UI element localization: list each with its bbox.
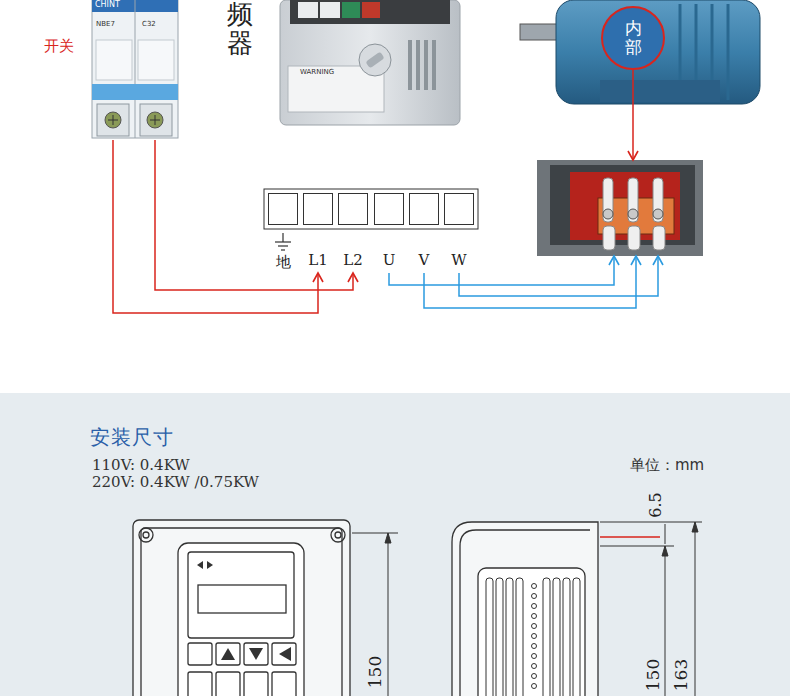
terminal-block: W <box>442 193 476 273</box>
motor-illustration <box>520 0 760 104</box>
spec-text: 110V: 0.4KW <box>92 456 190 474</box>
inverter-device: 频器 <box>224 0 464 128</box>
dimension-value: 150 <box>365 656 385 688</box>
wire-connector <box>155 140 353 290</box>
terminal-box-photo <box>537 160 703 256</box>
wire-connector <box>459 256 658 296</box>
terminal-strip <box>264 189 478 229</box>
node-label: 内部 <box>625 19 642 56</box>
side-view-drawing <box>452 522 598 696</box>
dimension-value: 163 <box>671 659 691 691</box>
node-label: 频器 <box>227 0 253 57</box>
terminal-cell <box>374 193 404 225</box>
rating-text: C32 <box>142 20 156 28</box>
terminal-block: 地 <box>266 193 300 273</box>
motor-terminal-box <box>537 160 703 256</box>
warning-text: WARNING <box>300 68 334 76</box>
section-title: 安装尺寸 <box>90 424 174 451</box>
terminal-cell <box>444 193 474 225</box>
terminal-block: L1 <box>301 193 335 273</box>
ground-symbol <box>275 233 291 250</box>
spec-text: 220V: 0.4KW /0.75KW <box>92 473 259 491</box>
node-label: V <box>419 251 430 269</box>
terminal-cell <box>409 193 439 225</box>
wire-connector <box>632 70 634 160</box>
breaker-illustration <box>92 0 178 138</box>
wire-connector <box>113 140 318 313</box>
model-text: NBE7 <box>96 20 115 28</box>
terminal-block: L2 <box>336 193 370 273</box>
front-view-drawing <box>133 520 350 696</box>
terminal-block: V <box>407 193 441 273</box>
unit-text: 单位：mm <box>630 456 704 475</box>
terminal-cell <box>268 193 298 225</box>
node-label: L2 <box>343 251 363 269</box>
terminal-cell <box>303 193 333 225</box>
brand-text: CHINT <box>95 0 120 9</box>
callout-circle: 内部 <box>601 6 665 70</box>
dimension-value: 150 <box>643 659 663 691</box>
node-label: L1 <box>308 251 328 269</box>
inverter-illustration <box>280 0 460 125</box>
node-label: 开关 <box>44 37 74 56</box>
node-label: W <box>451 251 466 269</box>
node-label: 地 <box>276 253 291 272</box>
terminal-cell <box>338 193 368 225</box>
dimension-value: 6.5 <box>646 492 665 517</box>
background-band <box>0 393 790 696</box>
terminal-block: U <box>372 193 406 273</box>
node-label: U <box>383 251 396 269</box>
